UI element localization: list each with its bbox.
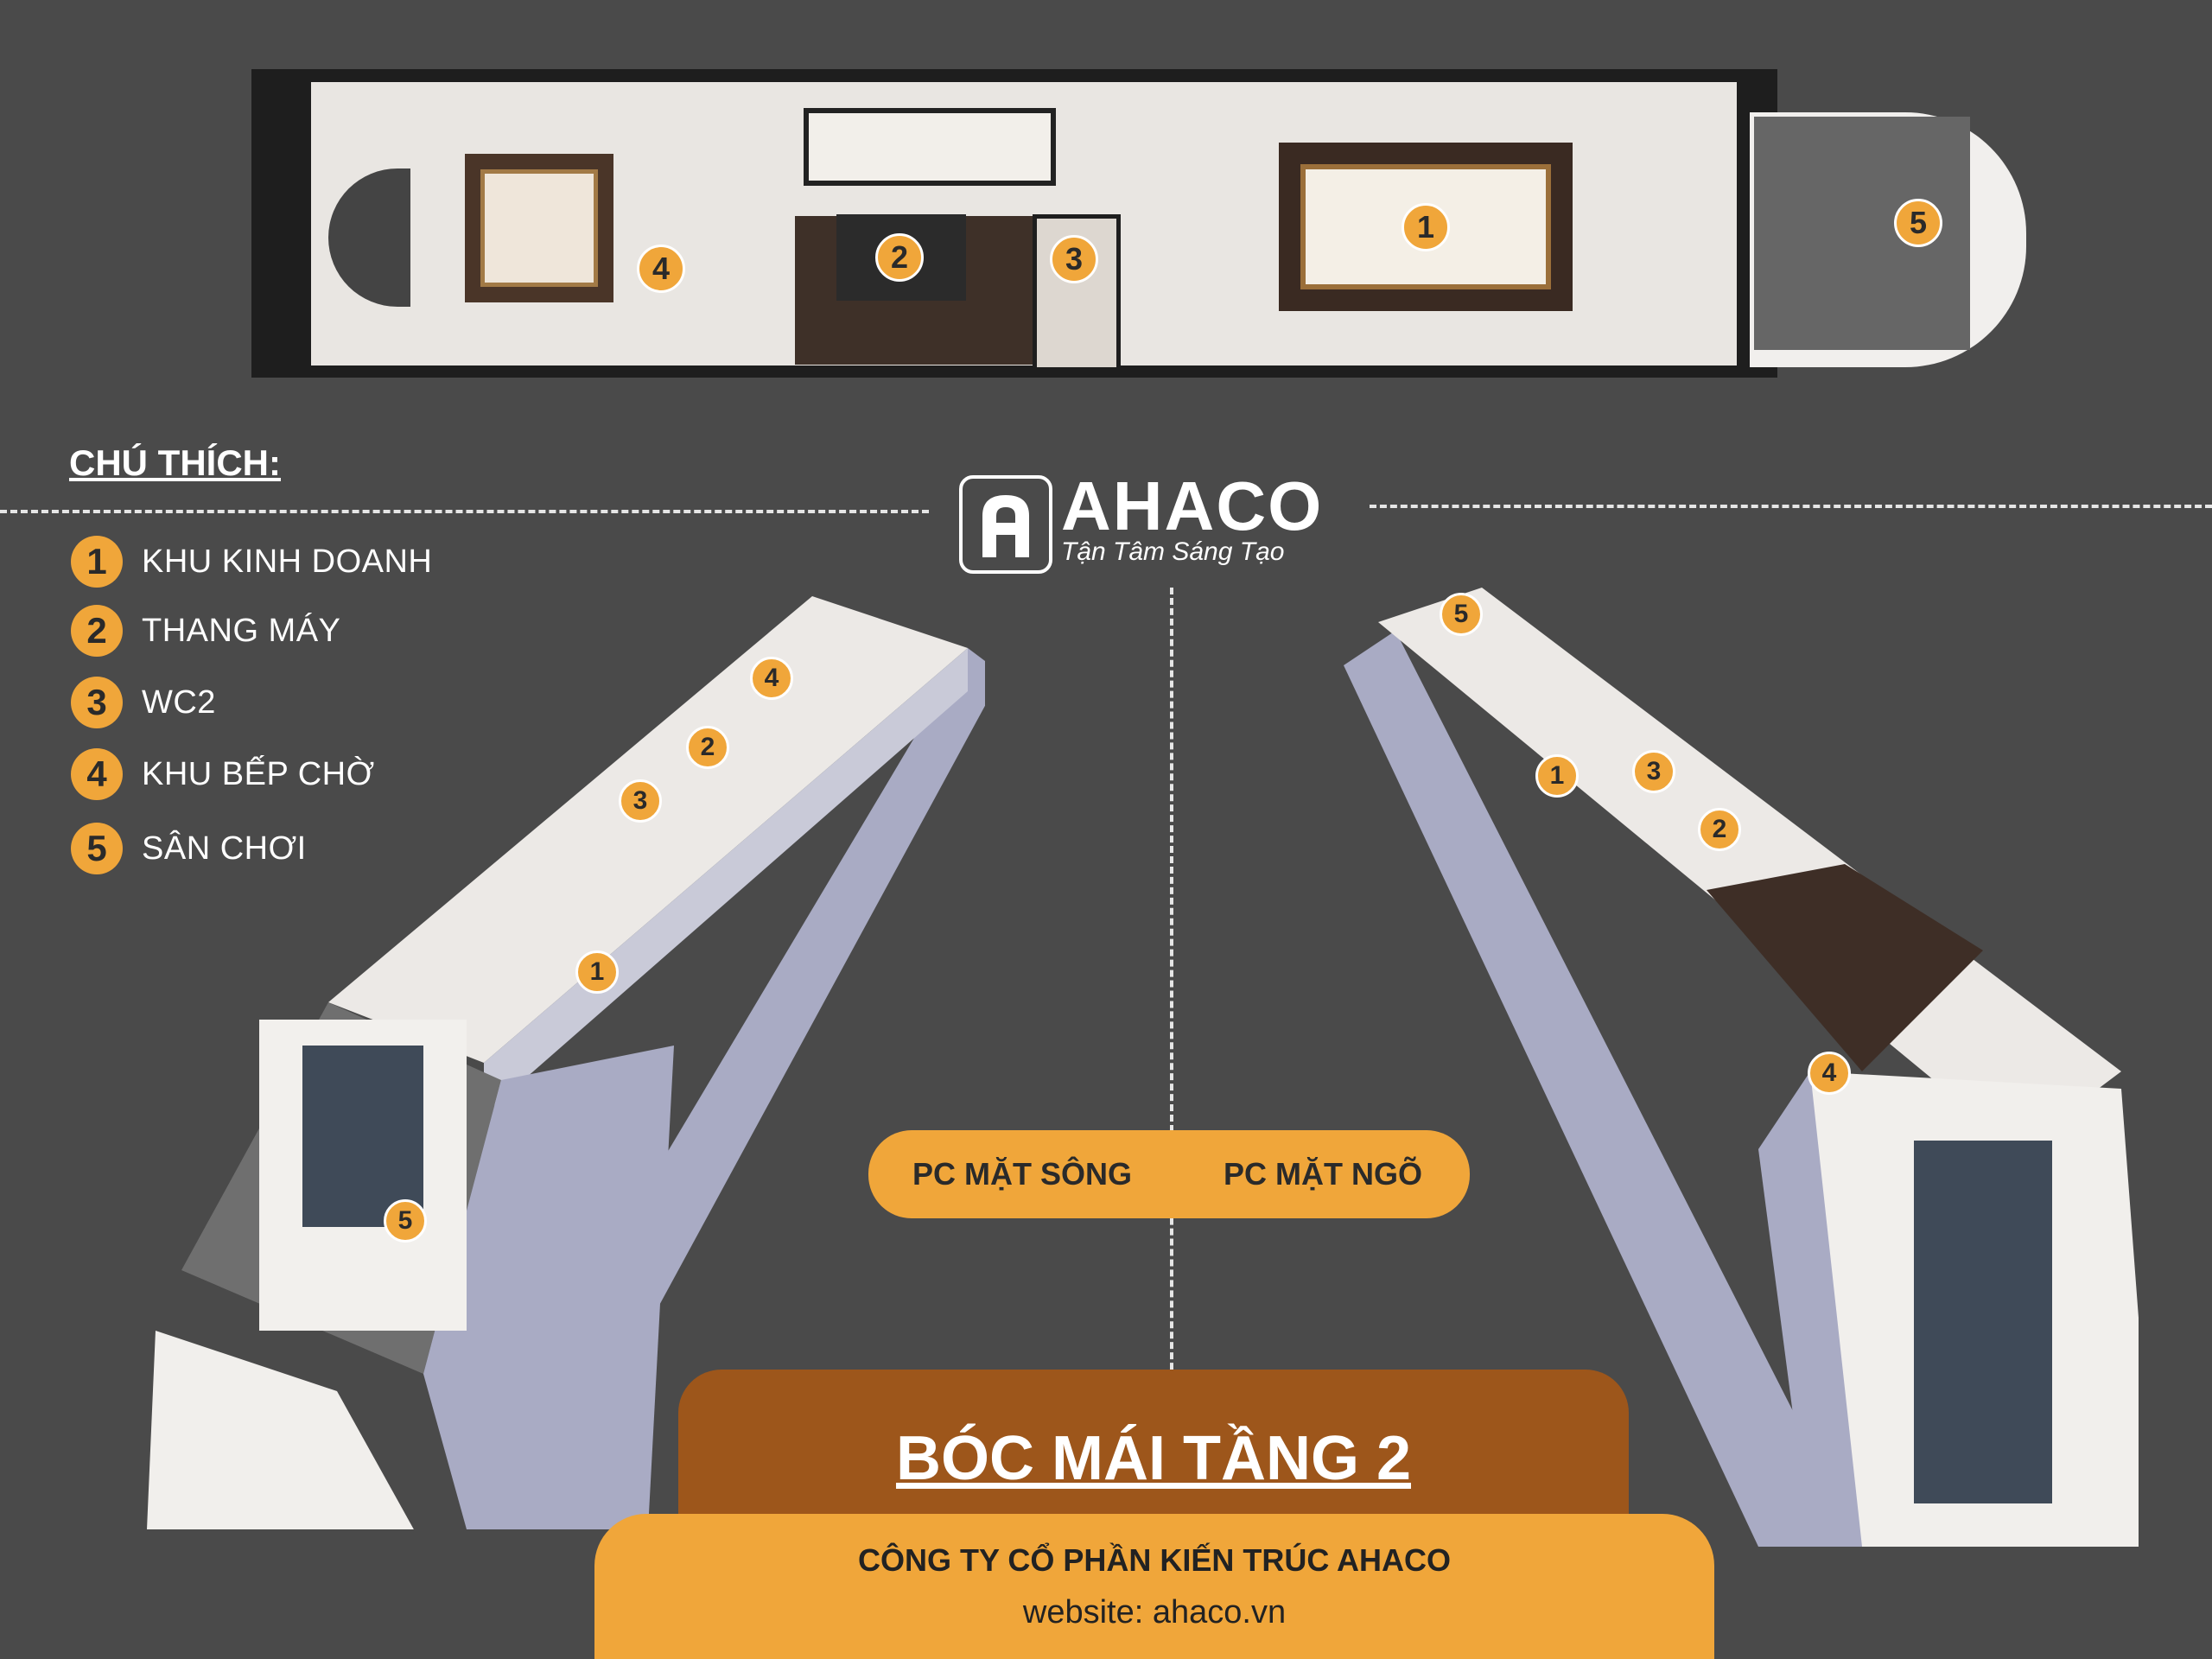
left-badge-2: 2 xyxy=(686,726,729,769)
right-badge-4: 4 xyxy=(1808,1052,1851,1095)
right-badge-5: 5 xyxy=(1440,593,1483,636)
website-text: website: ahaco.vn xyxy=(1022,1593,1287,1630)
divider-center xyxy=(1170,588,1173,1659)
plan-lightwell xyxy=(804,108,1056,186)
right-badge-3: 3 xyxy=(1632,750,1675,793)
right-badge-1: 1 xyxy=(1535,754,1579,798)
legend-label: SÂN CHƠI xyxy=(142,830,307,867)
left-badge-5: 5 xyxy=(384,1199,427,1243)
legend-label: WC2 xyxy=(142,683,216,721)
plan-badge-3: 3 xyxy=(1050,235,1098,283)
plan-badge-5: 5 xyxy=(1894,199,1942,247)
plan-badge-1: 1 xyxy=(1402,203,1450,251)
divider-right xyxy=(1370,505,2212,508)
left-3d-view xyxy=(147,596,985,1529)
plan-badge-4: 4 xyxy=(637,245,685,293)
legend-label: KHU KINH DOANH xyxy=(142,543,433,580)
logo-a-icon xyxy=(982,495,1029,557)
legend-number: 4 xyxy=(71,748,123,800)
company-name: CÔNG TY CỔ PHẦN KIẾN TRÚC AHACO xyxy=(857,1541,1452,1578)
left-badge-4: 4 xyxy=(750,657,793,700)
view-label-alley: PC MẶT NGÕ xyxy=(1176,1130,1470,1218)
logo-name: AHACO xyxy=(1061,467,1324,544)
legend-item: 5 SÂN CHƠI xyxy=(71,823,307,874)
plan-wc xyxy=(1033,214,1121,372)
legend-number: 5 xyxy=(71,823,123,874)
legend-item: 4 KHU BẾP CHỜ xyxy=(71,748,375,800)
view-label-river: PC MẶT SÔNG xyxy=(868,1130,1176,1218)
footer-banner: CÔNG TY CỔ PHẦN KIẾN TRÚC AHACO website:… xyxy=(594,1514,1714,1659)
right-3d-view xyxy=(1344,588,2139,1547)
legend-number: 2 xyxy=(71,605,123,657)
right-badge-2: 2 xyxy=(1698,808,1741,851)
plan-rug-kitchen xyxy=(465,154,613,302)
left-badge-1: 1 xyxy=(575,950,619,994)
plan-badge-2: 2 xyxy=(875,233,924,282)
legend-title: CHÚ THÍCH: xyxy=(69,442,281,483)
left-badge-3: 3 xyxy=(619,779,662,823)
divider-left xyxy=(0,510,929,513)
legend-number: 3 xyxy=(71,677,123,728)
legend-item: 2 THANG MÁY xyxy=(71,605,340,657)
logo-mark xyxy=(959,475,1052,574)
legend-number: 1 xyxy=(71,536,123,588)
legend-label: THANG MÁY xyxy=(142,612,341,649)
page-title: BÓC MÁI TẦNG 2 xyxy=(895,1423,1411,1493)
legend-item: 1 KHU KINH DOANH xyxy=(71,536,432,588)
legend-label: KHU BẾP CHỜ xyxy=(142,755,375,792)
legend-item: 3 WC2 xyxy=(71,677,216,728)
logo-tagline: Tận Tâm Sáng Tạo xyxy=(1061,537,1285,566)
